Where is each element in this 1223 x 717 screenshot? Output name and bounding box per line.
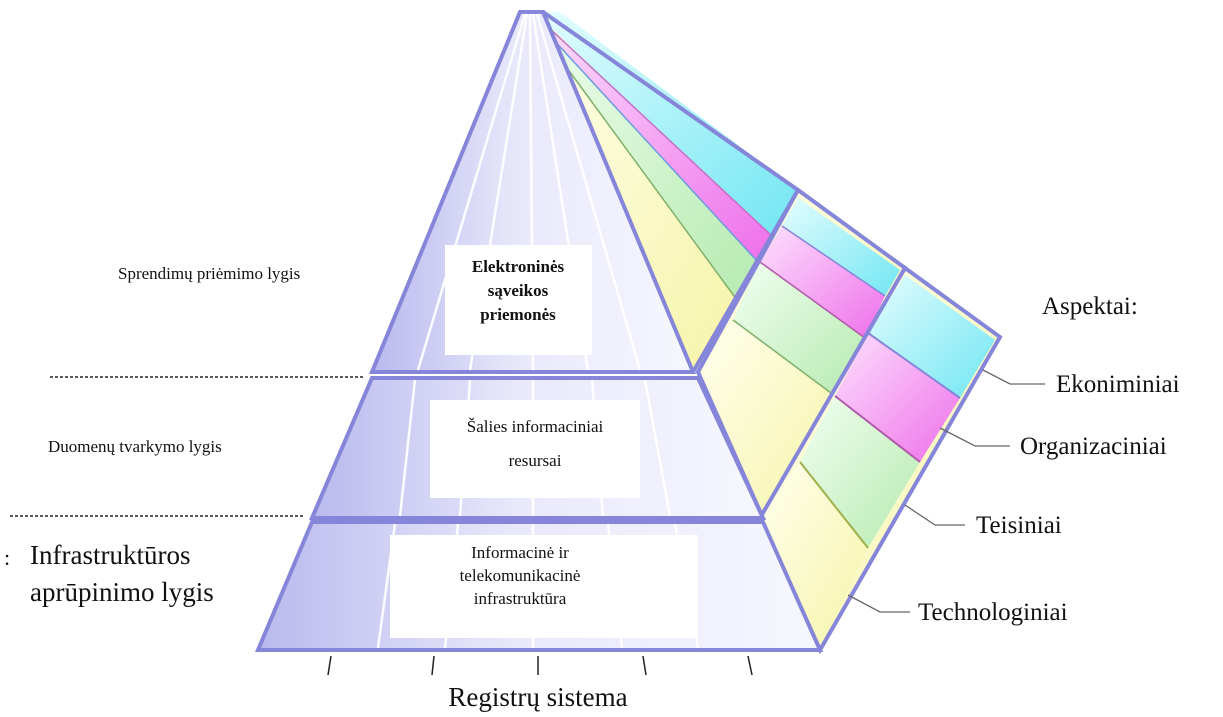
box-top [445,245,592,355]
box-top-line-1: Elektroninės [472,257,565,276]
leader-organizational [939,427,1010,447]
level-label-infrastructure-line-2: aprūpinimo lygis [30,577,214,607]
box-bottom-line-3: infrastruktūra [474,589,567,608]
aspect-organizational: Organizaciniai [1020,433,1167,460]
box-bottom-line-1: Informacinė ir [471,543,569,562]
leader-technological [847,594,910,613]
leader-economic [982,369,1045,385]
level-label-data: Duomenų tvarkymo lygis [48,437,222,456]
base-label: Registrų sistema [448,682,627,712]
box-bottom-line-2: telekomunikacinė [460,566,581,585]
box-middle-line-1: Šalies informaciniai [467,417,604,436]
aspect-technological: Technologiniai [918,599,1068,626]
aspects-title: Aspektai: [1042,293,1138,320]
box-middle [430,400,640,498]
box-middle-line-2: resursai [509,451,562,470]
base-ticks [327,655,753,676]
leader-legal [904,504,965,526]
middle-side-face [695,187,908,523]
level-label-decision: Sprendimų priėmimo lygis [118,264,300,283]
level-label-infrastructure-line-1: Infrastruktūros [30,540,190,570]
aspect-legal: Teisiniai [976,512,1062,539]
box-bottom [390,535,698,638]
bottom-side-face [757,265,1003,655]
box-top-line-3: priemonės [480,305,556,324]
box-top-line-2: sąveikos [488,281,549,300]
aspect-economic: Ekoniminiai [1056,371,1180,398]
left-edge-mark: : [4,545,10,570]
